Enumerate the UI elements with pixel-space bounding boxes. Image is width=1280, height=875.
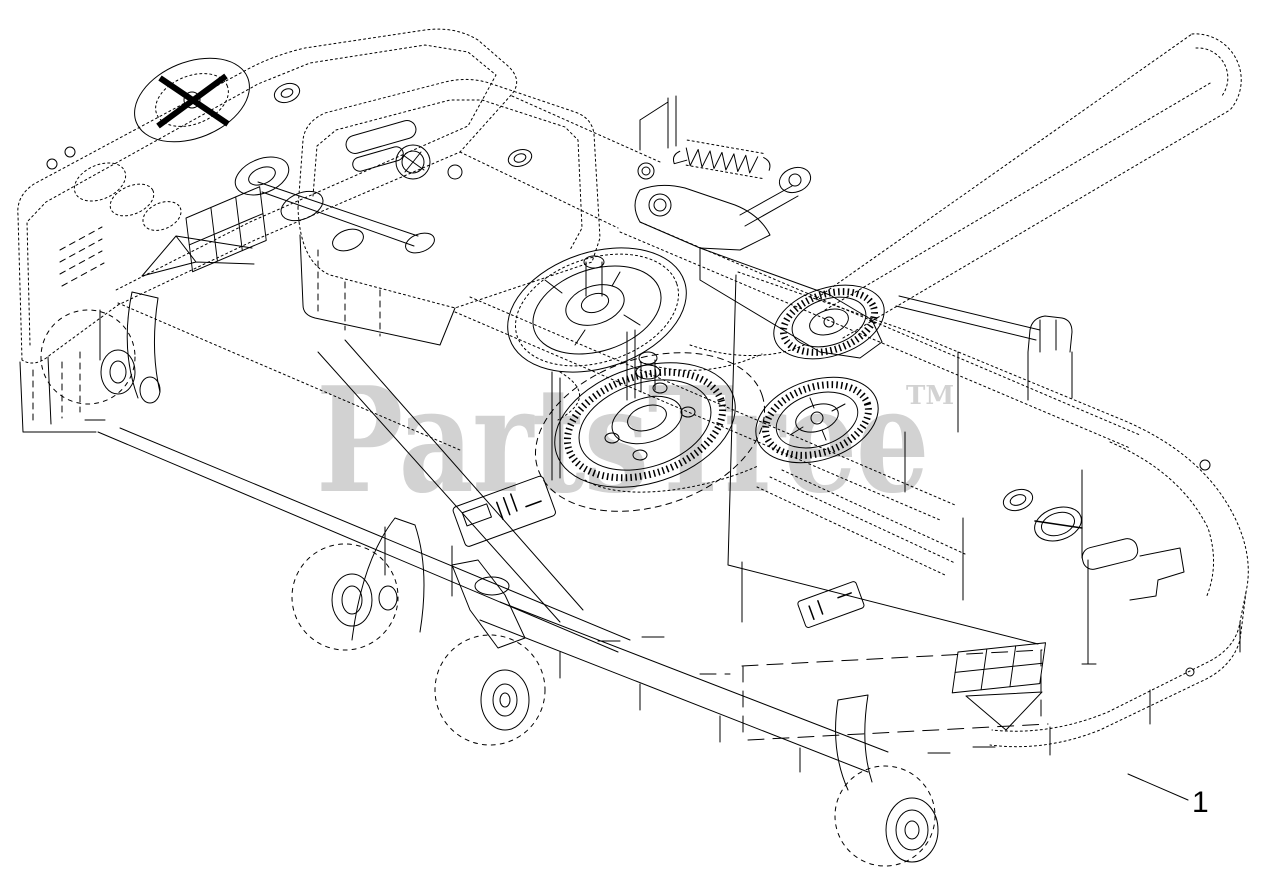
left-caster-wheel <box>40 291 161 421</box>
front-left-caster-wheel <box>434 559 546 746</box>
ribbed-idler-pulley <box>773 284 885 360</box>
decal-plates <box>452 475 865 628</box>
discharge-chute-arrow-lower <box>951 642 1047 731</box>
discharge-chute-arrow-upper <box>141 186 267 277</box>
callout-1-label[interactable]: 1 <box>1192 786 1209 819</box>
deck-front-skirt <box>479 601 1049 773</box>
idler-arm-assembly <box>634 95 883 359</box>
idler-spring <box>672 139 771 180</box>
deck-rails <box>97 95 1141 653</box>
left-hood-cover <box>17 28 518 433</box>
watermark-tm: TM <box>906 381 954 411</box>
right-spindle-pulley <box>755 376 879 464</box>
callout-1-leader-line <box>1127 773 1189 801</box>
mid-caster-wheel <box>291 517 453 651</box>
front-right-caster-wheel <box>834 694 939 867</box>
right-deck-section <box>727 271 1249 756</box>
callout-1[interactable]: 1 <box>1127 773 1209 819</box>
flat-idler-pulley <box>507 247 687 373</box>
belt-guide-pins <box>551 329 1097 665</box>
center-cover <box>297 78 655 346</box>
